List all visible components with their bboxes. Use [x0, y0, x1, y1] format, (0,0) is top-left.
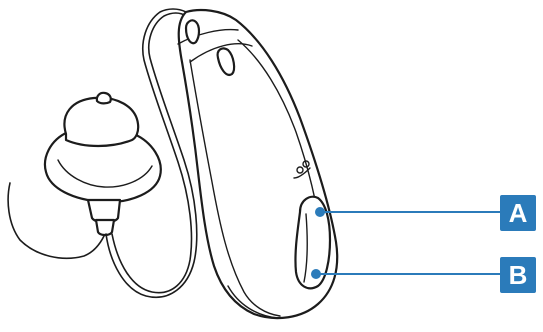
- callout-b-box: [500, 257, 536, 293]
- program-button: [216, 47, 236, 76]
- volume-button-housing: [294, 195, 332, 290]
- callout-b-label: B: [509, 260, 528, 290]
- hearing-aid-body: [177, 9, 339, 320]
- top-switch-slot: [184, 19, 201, 45]
- callout-a-label: A: [509, 198, 528, 228]
- ear-dome: [43, 91, 162, 237]
- callout-a-box: [500, 195, 536, 231]
- microphone-icon: [293, 160, 311, 179]
- receiver-wire: [7, 8, 198, 299]
- callout-b: B: [311, 257, 536, 293]
- callout-a: A: [315, 195, 536, 231]
- callout-a-dot: [315, 207, 325, 217]
- callout-b-dot: [311, 269, 321, 279]
